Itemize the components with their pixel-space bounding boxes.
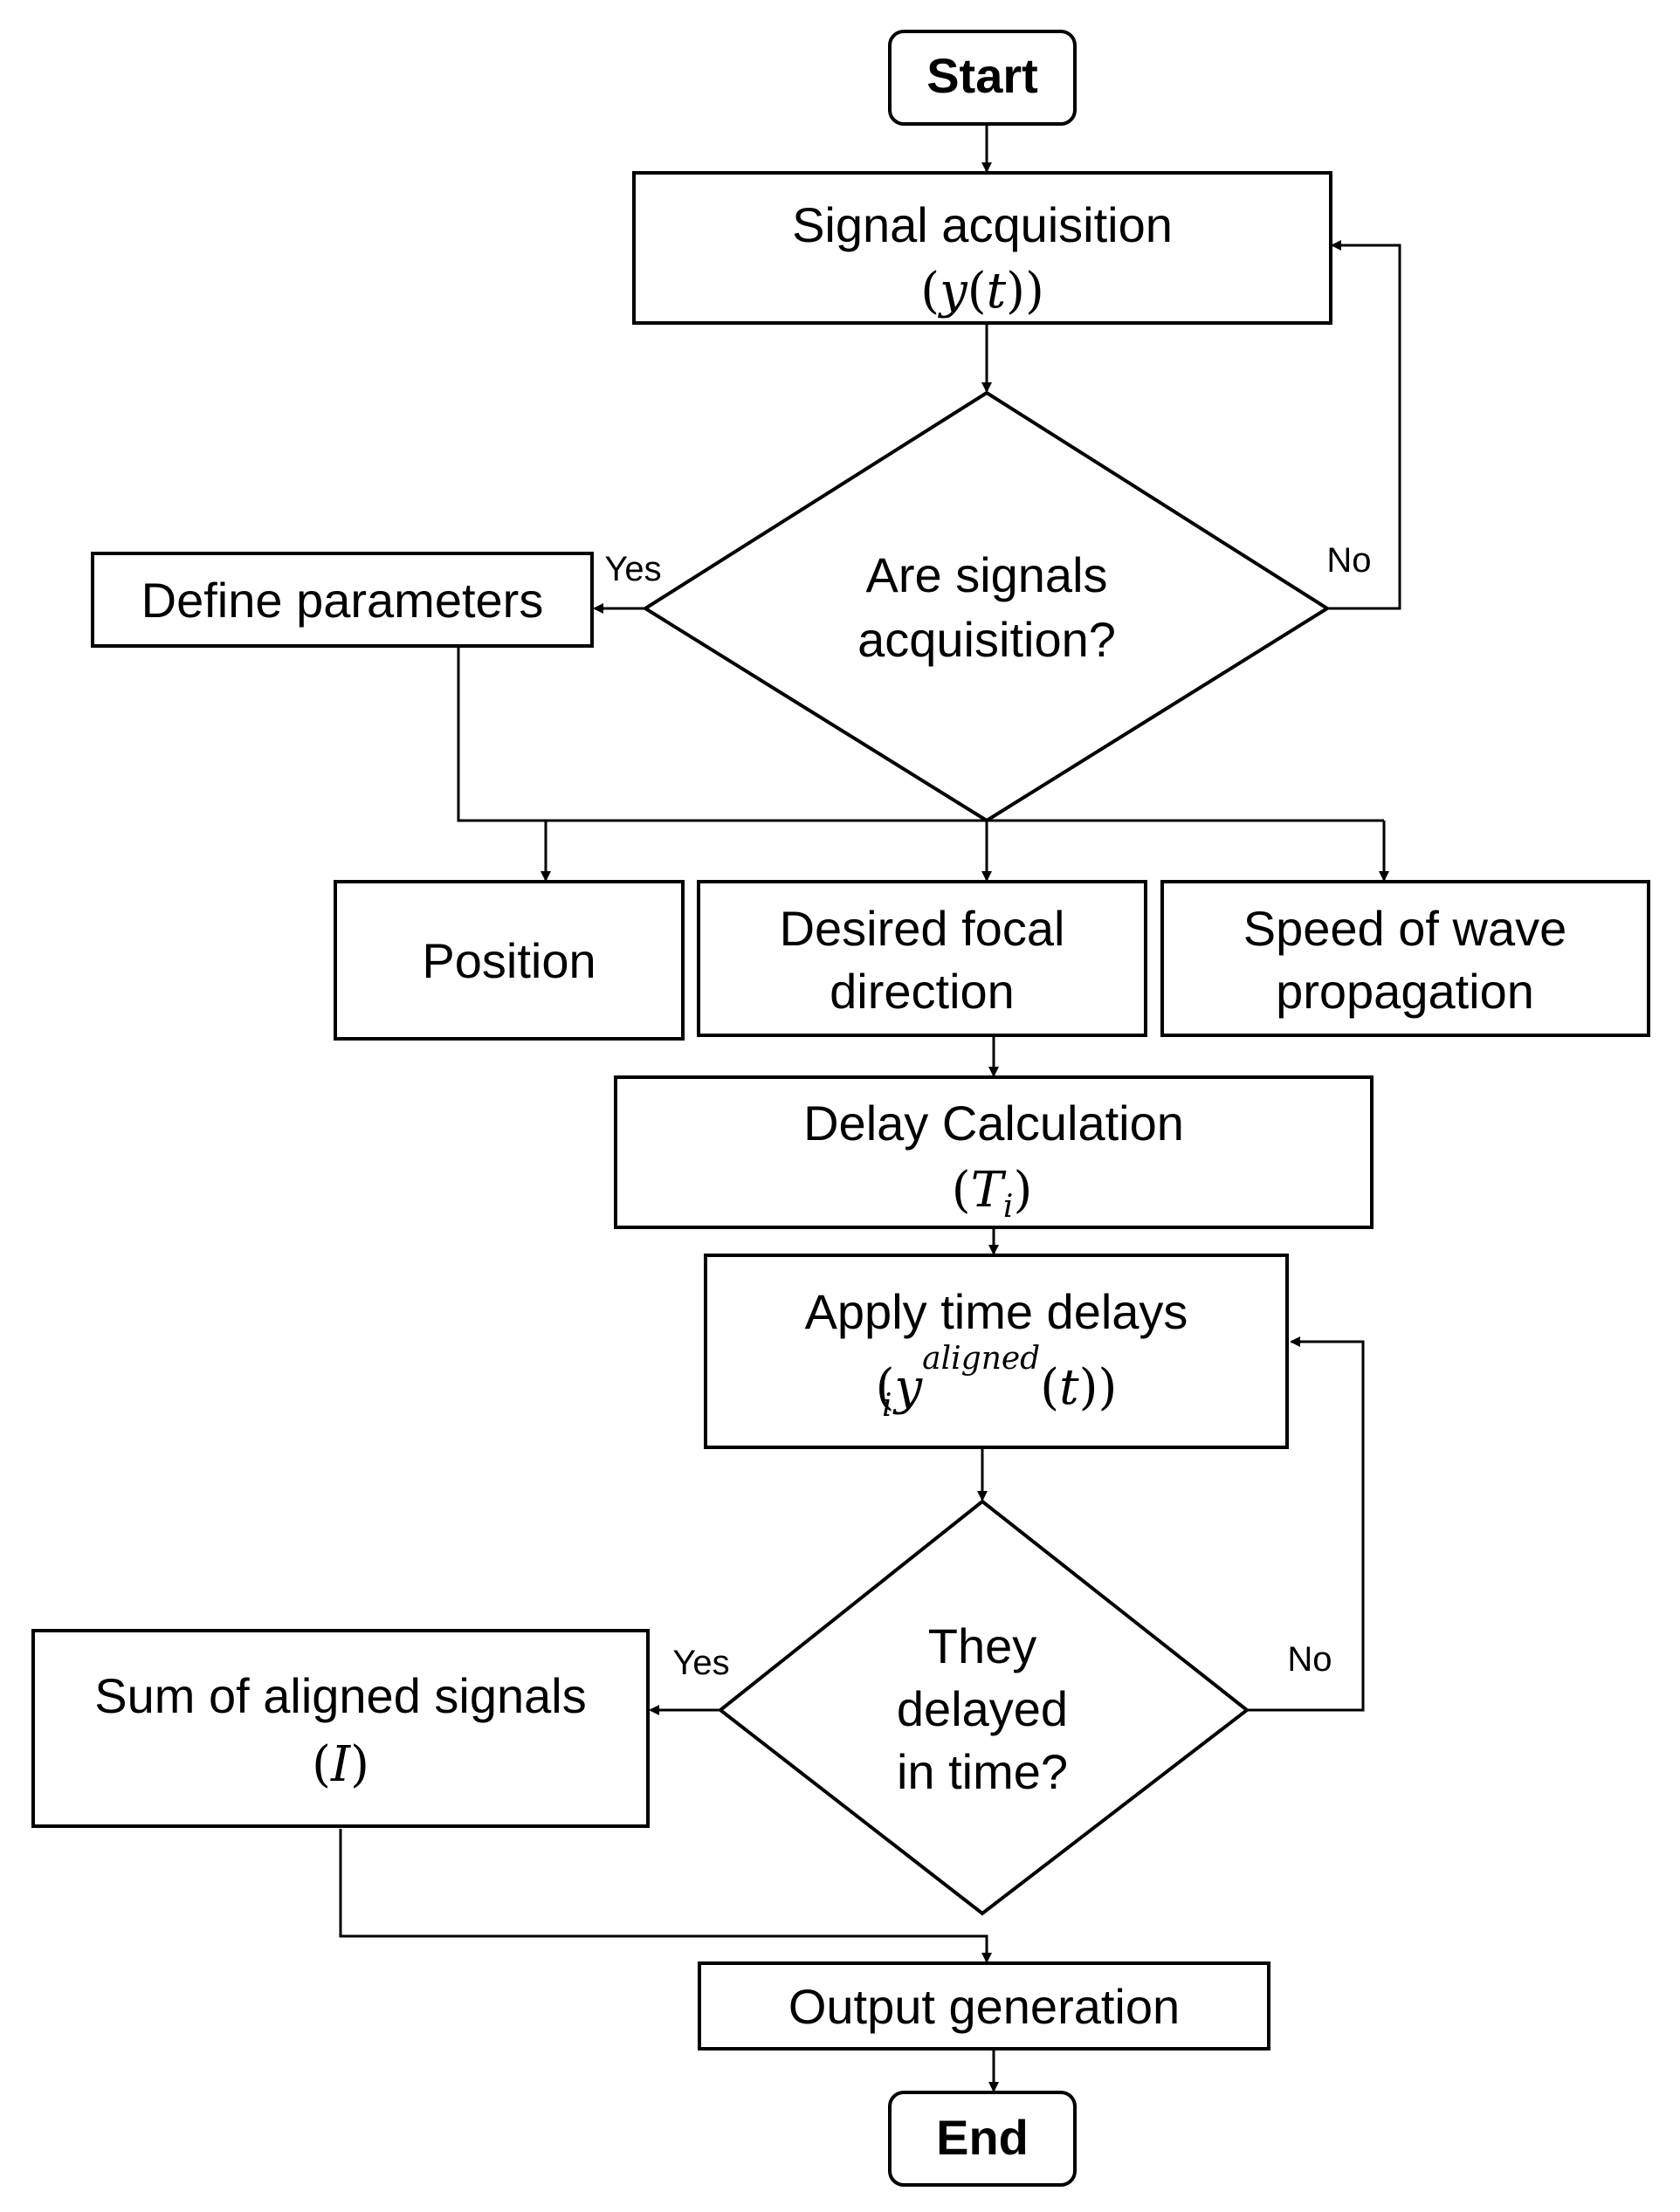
position-label: Position [422,933,596,988]
decision-signals-line2: acquisition? [857,612,1116,667]
desired-focal-direction-box: Desired focal direction [697,880,1147,1037]
output-generation-label: Output generation [788,1979,1180,2034]
sum-aligned-title: Sum of aligned signals [94,1668,586,1723]
edge-no-loop-acquisition [1327,240,1401,610]
end-terminal: End [888,2091,1077,2187]
decision-signals-acquired: Are signals acquisition? [642,390,1331,823]
start-terminal: Start [888,30,1077,126]
decision-delayed-line2: delayed [897,1681,1068,1736]
edge-define-parameters-down [457,648,1384,822]
edge-label-yes-2: Yes [672,1644,729,1682]
signal-acquisition-box: Signal acquisition (y(t)) [632,171,1332,325]
apply-time-delays-formula: (yaligned(t)) [876,1341,1118,1416]
position-box: Position [334,880,685,1041]
signal-acquisition-title: Signal acquisition [792,197,1173,252]
decision-delayed-in-time: They delayed in time? [717,1499,1250,1916]
start-label: Start [926,48,1038,103]
edge-label-no-2: No [1287,1640,1332,1679]
apply-time-delays-title: Apply time delays [805,1284,1188,1339]
edge-no-loop-apply [1247,1336,1365,1712]
define-parameters-box: Define parameters [91,552,594,648]
delay-calculation-title: Delay Calculation [803,1096,1184,1151]
decision-signals-line1: Are signals [865,547,1107,602]
decision-delayed-line3: in time? [897,1744,1068,1799]
desired-focal-line2: direction [830,964,1015,1019]
speed-of-wave-line1: Speed of wave [1243,901,1566,956]
edge-sum-to-output [339,1829,992,1963]
delay-calculation-formula: (Ti) [952,1162,1033,1225]
signal-acquisition-formula: (y(t)) [920,263,1044,319]
sum-aligned-signals-box: Sum of aligned signals (I) [31,1629,650,1828]
define-parameters-label: Define parameters [141,573,544,628]
connectors [339,126,1401,2092]
apply-time-delays-box: Apply time delays (yaligned(t)) i [704,1254,1289,1449]
apply-time-delays-subscript: i [882,1388,892,1424]
sum-aligned-formula: (I) [312,1736,369,1793]
edge-label-yes-1: Yes [604,550,661,588]
speed-of-wave-line2: propagation [1276,964,1534,1019]
speed-of-wave-box: Speed of wave propagation [1160,880,1650,1037]
delay-calculation-box: Delay Calculation (Ti) [614,1075,1374,1229]
output-generation-box: Output generation [698,1961,1270,2051]
decision-delayed-line1: They [928,1618,1037,1673]
end-label: End [936,2110,1029,2165]
desired-focal-line1: Desired focal [780,901,1065,956]
edge-label-no-1: No [1326,541,1371,580]
